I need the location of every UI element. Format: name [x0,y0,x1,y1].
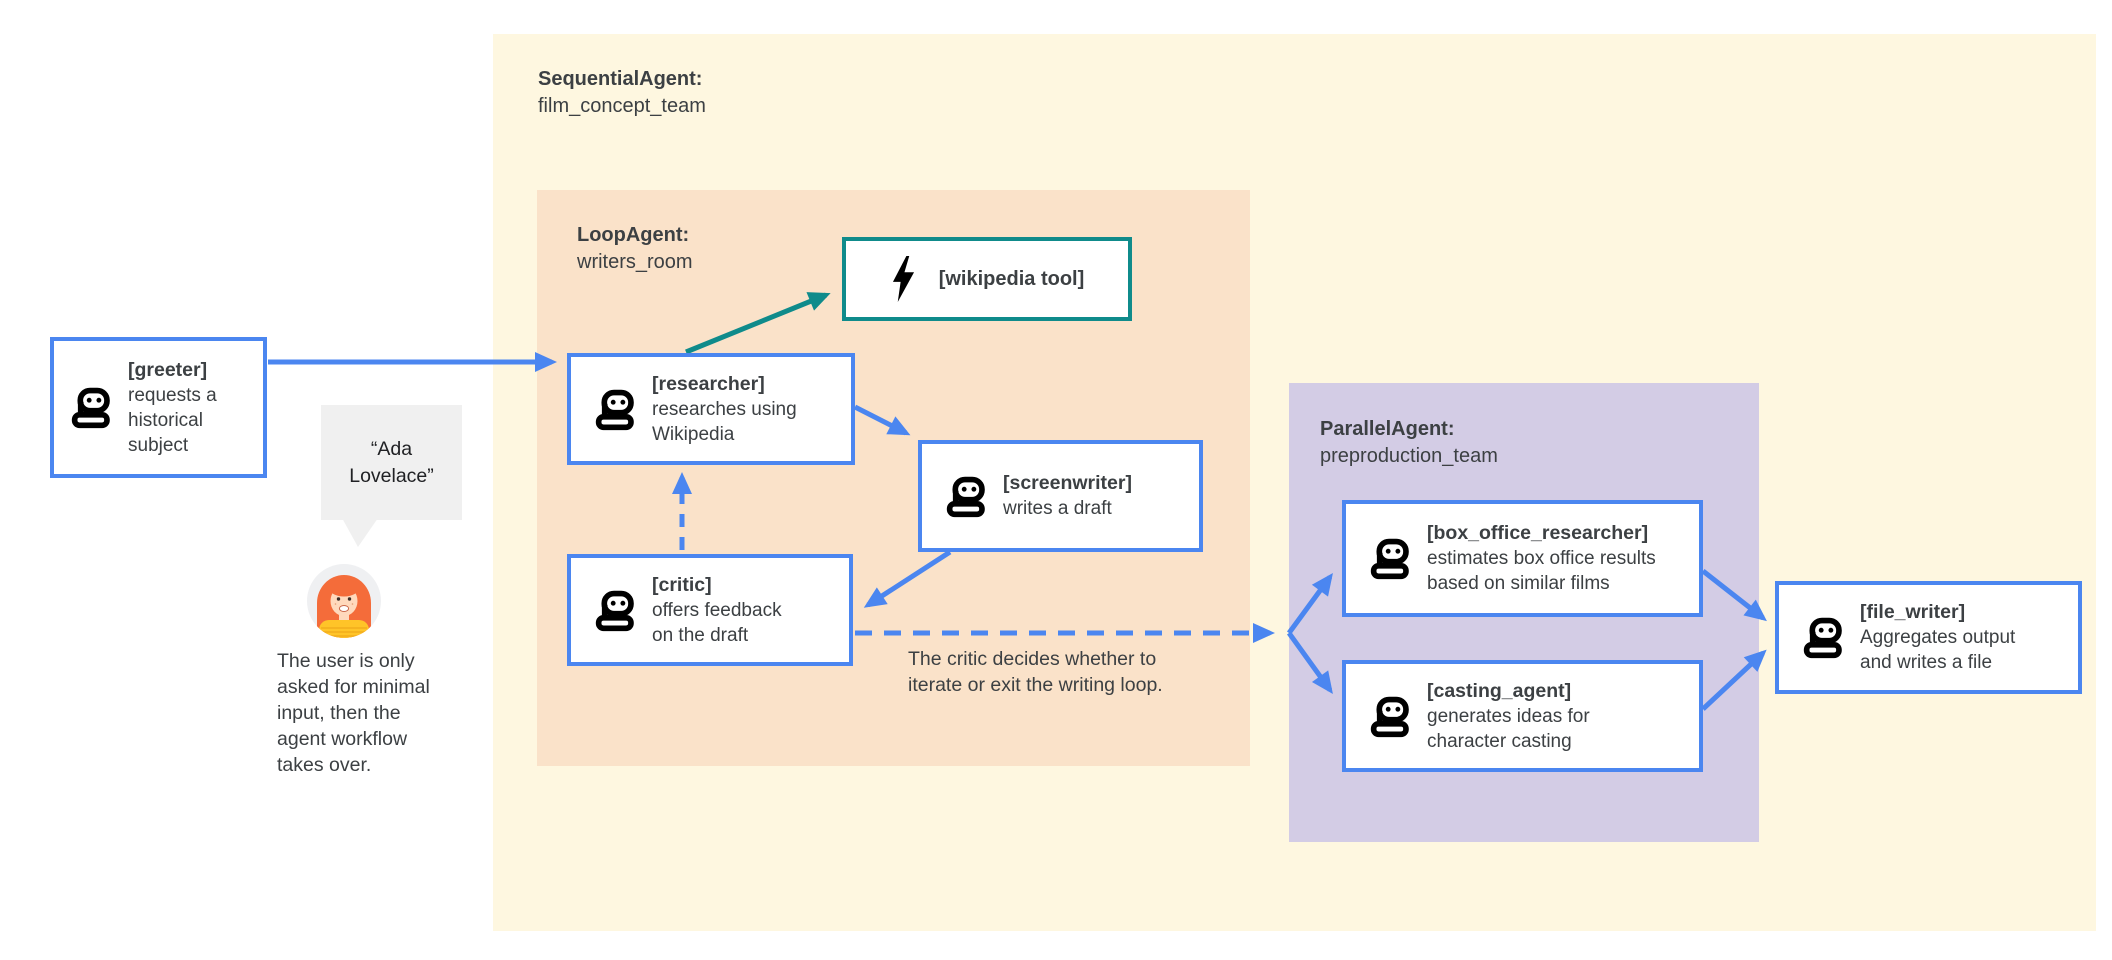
arrow-researcher-to-screenwriter [853,404,911,436]
user-note: The user is only asked for minimal input… [277,650,430,776]
arrow-researcher-to-wikipedia-tool [685,292,831,355]
critic-name: [critic] [652,573,712,596]
arrow-screenwriter-to-critic [863,549,952,608]
node-greeter: [greeter] requests a historical subject [50,337,267,478]
greeter-name: [greeter] [128,358,208,381]
arrow-casting-to-file-writer [1701,649,1767,711]
robot-icon [944,473,986,520]
node-screenwriter: [screenwriter] writes a draft [918,440,1203,552]
robot-icon [1368,535,1410,582]
speech-bubble-tail [342,518,378,547]
casting-agent-name: [casting_agent] [1427,679,1572,702]
greeter-desc: requests a historical subject [128,384,217,456]
loop-exit-note: The critic decides whether to iterate or… [908,648,1163,696]
sequential-agent-label: SequentialAgent: film_concept_team [538,66,706,120]
file-writer-name: [file_writer] [1860,601,1966,623]
wikipedia-tool-name: [wikipedia tool] [938,267,1085,290]
critic-desc: offers feedback on the draft [652,599,782,646]
loop-agent-label: LoopAgent: writers_room [577,222,693,276]
file-writer-desc: Aggregates output and writes a file [1860,627,2016,673]
robot-icon [1368,693,1410,740]
researcher-desc: researches using Wikipedia [652,398,797,445]
sequential-agent-name: film_concept_team [538,95,706,117]
user-input-speech-bubble: “Ada Lovelace” [321,405,462,520]
parallel-agent-name: preproduction_team [1320,445,1498,467]
robot-icon [1801,614,1843,661]
arrow-fork-to-box-office-researcher [1286,572,1333,635]
lightning-bolt-icon [892,256,914,302]
arrow-fork-to-casting-agent [1286,631,1333,695]
parallel-agent-label: ParallelAgent: preproduction_team [1320,416,1498,470]
researcher-name: [researcher] [652,372,765,395]
screenwriter-name: [screenwriter] [1003,472,1132,494]
arrow-box-office-to-file-writer [1701,569,1767,622]
sequential-agent-title: SequentialAgent: [538,68,703,90]
node-critic: [critic] offers feedback on the draft [567,554,853,666]
robot-icon [593,587,635,634]
casting-agent-desc: generates ideas for character casting [1427,705,1590,752]
loop-agent-title: LoopAgent: [577,224,690,246]
node-file-writer: [file_writer] Aggregates output and writ… [1775,581,2082,694]
loop-agent-name: writers_room [577,251,693,273]
parallel-agent-title: ParallelAgent: [1320,418,1455,440]
node-researcher: [researcher] researches using Wikipedia [567,353,855,465]
node-box-office-researcher: [box_office_researcher] estimates box of… [1342,500,1703,617]
user-avatar [307,564,381,638]
node-casting-agent: [casting_agent] generates ideas for char… [1342,660,1703,772]
box-office-researcher-desc: estimates box office results based on si… [1427,548,1656,594]
user-input-text: “Ada Lovelace” [349,437,434,487]
node-wikipedia-tool: [wikipedia tool] [842,237,1132,321]
box-office-researcher-name: [box_office_researcher] [1427,522,1649,544]
robot-icon [593,386,635,433]
robot-icon [69,384,111,431]
screenwriter-desc: writes a draft [1003,498,1112,519]
